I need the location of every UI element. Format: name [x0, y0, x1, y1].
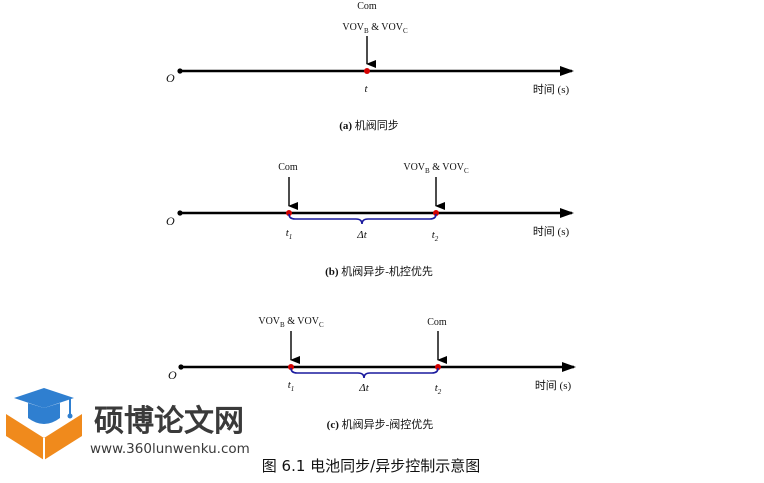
panel-b-t2-dot: [433, 210, 439, 216]
panel-b-axis-label: 时间 (s): [533, 225, 570, 238]
panel-c-delta-label: Δt: [358, 382, 369, 394]
panel-a-caption: (a) 机阀同步: [339, 118, 399, 132]
panel-b-interval-brace: [288, 213, 437, 225]
panel-b-caption: (b) 机阀异步-机控优先: [325, 264, 433, 278]
panel-c: VOVB & VOVC Com O t1 Δt t2 时间 (s) (c) 机阀…: [168, 316, 576, 431]
panel-c-right-event-label: Com: [427, 317, 447, 328]
watermark-site-name: 硕博论文网: [94, 404, 244, 439]
panel-c-origin-label: O: [168, 368, 177, 382]
panel-b-right-event-label: VOVB & VOVC: [403, 162, 469, 175]
panel-a: Com VOVB & VOVC O t 时间 (s) (a) 机阀同步: [166, 1, 574, 132]
panel-b-t1-dot: [286, 210, 292, 216]
panel-c-interval-brace: [290, 367, 439, 379]
panel-c-t2-dot: [435, 364, 441, 370]
panel-b-left-event-label: Com: [278, 162, 298, 173]
panel-a-event-dot: [364, 68, 370, 74]
panel-c-axis-label: 时间 (s): [535, 379, 572, 392]
panel-c-t1-dot: [288, 364, 294, 370]
panel-a-event-line1: Com: [357, 1, 377, 12]
book-cap-logo-icon: [6, 388, 82, 460]
watermark-site-url: www.360lunwenku.com: [90, 441, 250, 457]
panel-c-t2-label: t2: [435, 382, 442, 396]
panel-b-t2-label: t2: [432, 229, 439, 243]
panel-c-caption: (c) 机阀异步-阀控优先: [327, 417, 434, 431]
panel-a-axis-label: 时间 (s): [533, 83, 570, 96]
panel-b-origin-label: O: [166, 214, 175, 228]
panel-c-t1-label: t1: [288, 379, 295, 393]
panel-c-left-event-label: VOVB & VOVC: [258, 316, 324, 329]
figure-caption: 图 6.1 电池同步/异步控制示意图: [262, 457, 480, 475]
panel-a-origin-label: O: [166, 71, 175, 85]
panel-a-event-line2: VOVB & VOVC: [342, 22, 408, 35]
panel-b-t1-label: t1: [286, 227, 293, 241]
watermark: 硕博论文网 www.360lunwenku.com: [6, 388, 250, 460]
panel-b: Com VOVB & VOVC O t1 Δt t2 时间 (s) (b) 机阀…: [166, 162, 574, 278]
panel-a-t-label: t: [364, 83, 368, 95]
panel-b-delta-label: Δt: [356, 229, 367, 241]
